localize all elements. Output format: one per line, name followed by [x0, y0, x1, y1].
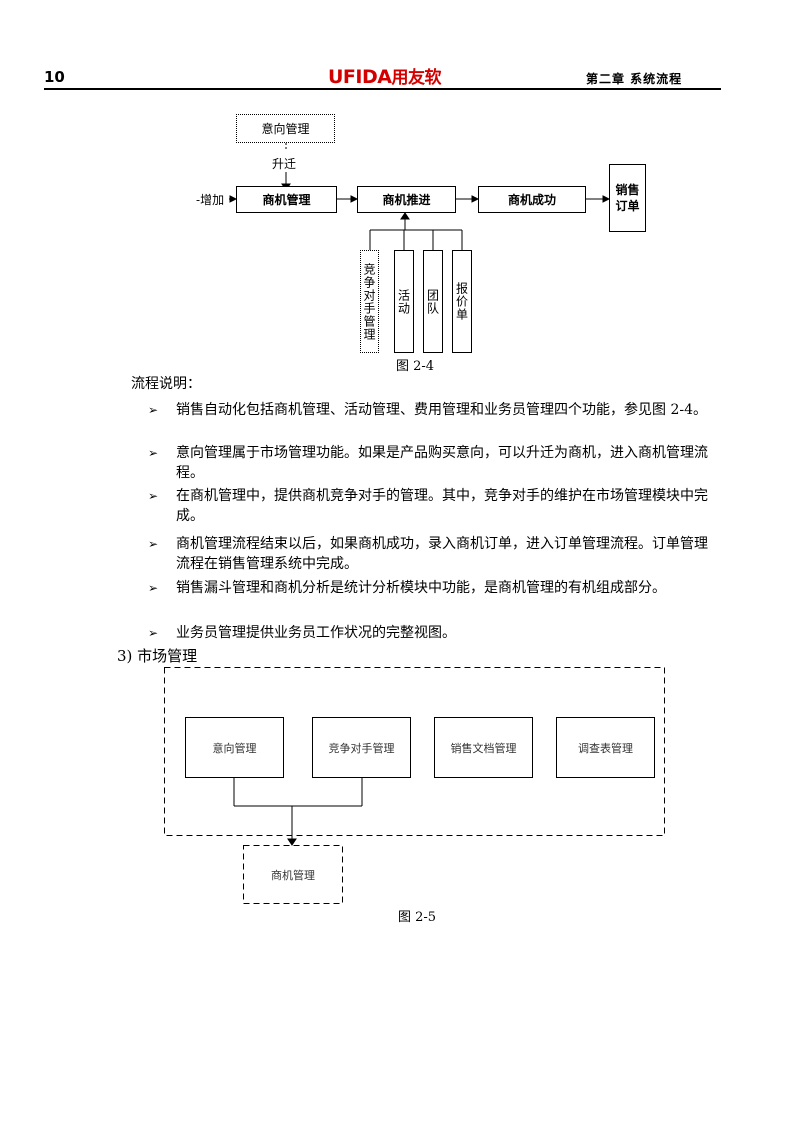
- competitor-management-box-2: 竞争对手管理: [312, 717, 411, 778]
- figure-2-5-caption: 图 2-5: [398, 910, 437, 925]
- logo-brand: UFIDA: [328, 66, 392, 88]
- opportunity-management-box: 商机管理: [236, 186, 337, 213]
- bullet-arrow-icon: ➢: [148, 626, 159, 640]
- add-label: -增加: [196, 193, 225, 207]
- bullet-item: ➢销售漏斗管理和商机分析是统计分析模块中功能，是商机管理的有机组成部分。: [148, 580, 666, 596]
- intent-management-box-2: 意向管理: [185, 717, 284, 778]
- activity-box: 活动: [394, 250, 414, 353]
- upgrade-label: 升迁: [272, 157, 297, 171]
- intent-management-box: 意向管理: [236, 114, 335, 143]
- page-number: 10: [44, 68, 65, 86]
- opportunity-management-box-2: 商机管理: [271, 868, 315, 882]
- explanation-title: 流程说明：: [131, 376, 201, 392]
- bullet-arrow-icon: ➢: [148, 581, 159, 595]
- bullet-arrow-icon: ➢: [148, 489, 159, 503]
- survey-management-box: 调查表管理: [556, 717, 655, 778]
- logo-cn: 用友软: [391, 68, 441, 88]
- ufida-logo: UFIDA用友软: [328, 63, 441, 88]
- section-title: 3) 市场管理: [117, 647, 198, 665]
- chapter-title: 第二章 系统流程: [586, 72, 683, 86]
- opportunity-progress-box: 商机推进: [357, 186, 456, 213]
- figure-2-4-caption: 图 2-4: [396, 359, 435, 374]
- sales-order-box: 销售订单: [609, 164, 646, 232]
- header-rule: [44, 88, 721, 90]
- bullet-arrow-icon: ➢: [148, 403, 159, 417]
- quotation-box: 报价单: [452, 250, 472, 353]
- opportunity-success-box: 商机成功: [478, 186, 586, 213]
- bullet-item: ➢商机管理流程结束以后，如果商机成功，录入商机订单，进入订单管理流程。订单管理流…: [148, 536, 708, 572]
- bullet-item: ➢在商机管理中，提供商机竞争对手的管理。其中，竞争对手的维护在市场管理模块中完成…: [148, 488, 708, 524]
- bullet-item: ➢业务员管理提供业务员工作状况的完整视图。: [148, 625, 456, 641]
- bullet-item: ➢销售自动化包括商机管理、活动管理、费用管理和业务员管理四个功能，参见图 2-4…: [148, 402, 707, 418]
- competitor-management-box: 竞争对手管理: [360, 250, 379, 353]
- team-box: 团队: [423, 250, 443, 353]
- bullet-arrow-icon: ➢: [148, 446, 159, 460]
- figure-2-5-connectors: [164, 667, 665, 904]
- bullet-item: ➢意向管理属于市场管理功能。如果是产品购买意向，可以升迁为商机，进入商机管理流程…: [148, 445, 708, 481]
- sales-document-management-box: 销售文档管理: [434, 717, 533, 778]
- bullet-arrow-icon: ➢: [148, 537, 159, 551]
- figure-2-4-connectors: [229, 143, 611, 250]
